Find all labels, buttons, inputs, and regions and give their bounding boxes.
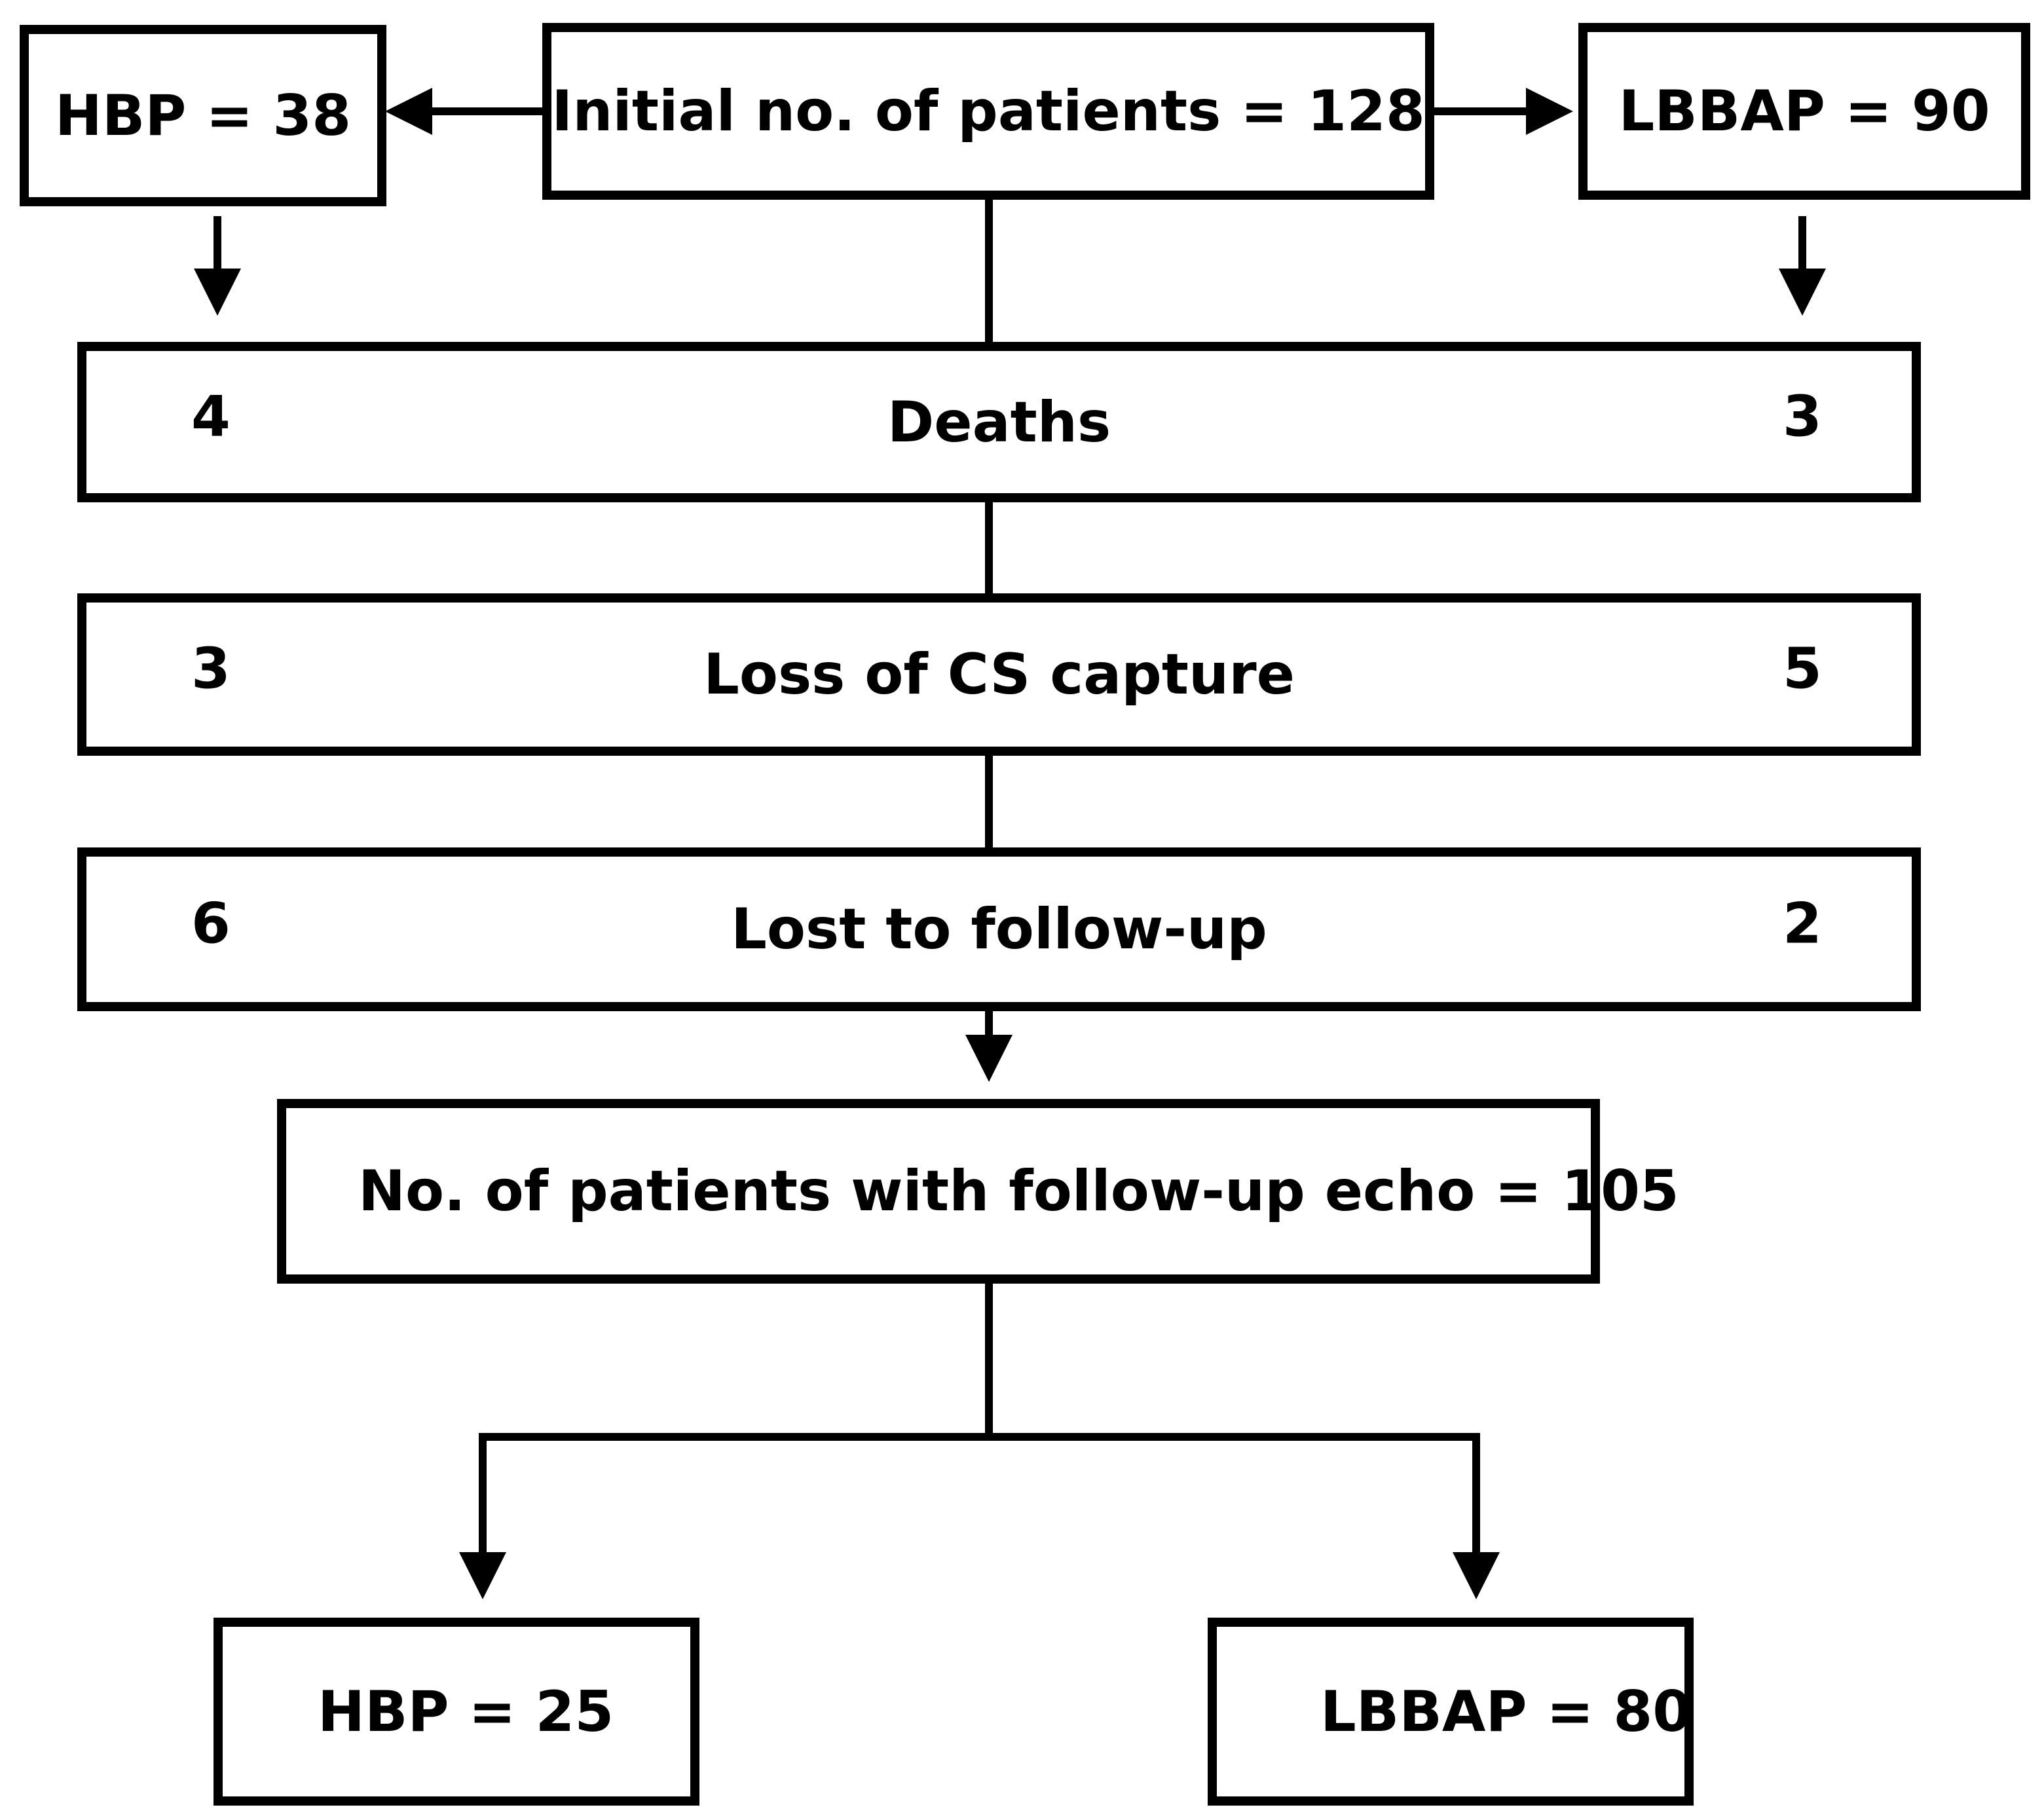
initial-patients-label: Initial no. of patients = 128: [551, 79, 1425, 144]
hbp-start-label: HBP = 38: [54, 83, 352, 149]
hbp-start-box: HBP = 38: [20, 25, 386, 206]
loss-cs-lbbap-count: 5: [1783, 636, 1822, 702]
deaths-hbp-count: 4: [191, 383, 231, 449]
lbbap-end-box: LBBAP = 80: [1208, 1618, 1694, 1806]
deaths-lbbap-count: 3: [1783, 383, 1822, 449]
loss-cs-capture-box: 3 Loss of CS capture 5: [77, 593, 1921, 756]
lbbap-end-label: LBBAP = 80: [1320, 1679, 1692, 1745]
hbp-end-box: HBP = 25: [214, 1618, 699, 1806]
initial-patients-box: Initial no. of patients = 128: [542, 23, 1434, 200]
lbbap-start-box: LBBAP = 90: [1578, 23, 2030, 200]
deaths-label: Deaths: [887, 389, 1111, 455]
hbp-end-label: HBP = 25: [318, 1679, 614, 1745]
lost-followup-hbp-count: 6: [191, 891, 231, 957]
loss-cs-label: Loss of CS capture: [703, 642, 1295, 707]
lbbap-start-label: LBBAP = 90: [1618, 79, 1990, 144]
lost-to-followup-box: 6 Lost to follow-up 2: [77, 847, 1921, 1011]
lost-followup-label: Lost to follow-up: [731, 897, 1267, 962]
followup-echo-label: No. of patients with follow-up echo = 10…: [358, 1159, 1679, 1224]
followup-echo-box: No. of patients with follow-up echo = 10…: [277, 1099, 1679, 1284]
lost-followup-lbbap-count: 2: [1783, 891, 1822, 957]
loss-cs-hbp-count: 3: [191, 636, 231, 702]
deaths-box: 4 Deaths 3: [77, 342, 1921, 502]
